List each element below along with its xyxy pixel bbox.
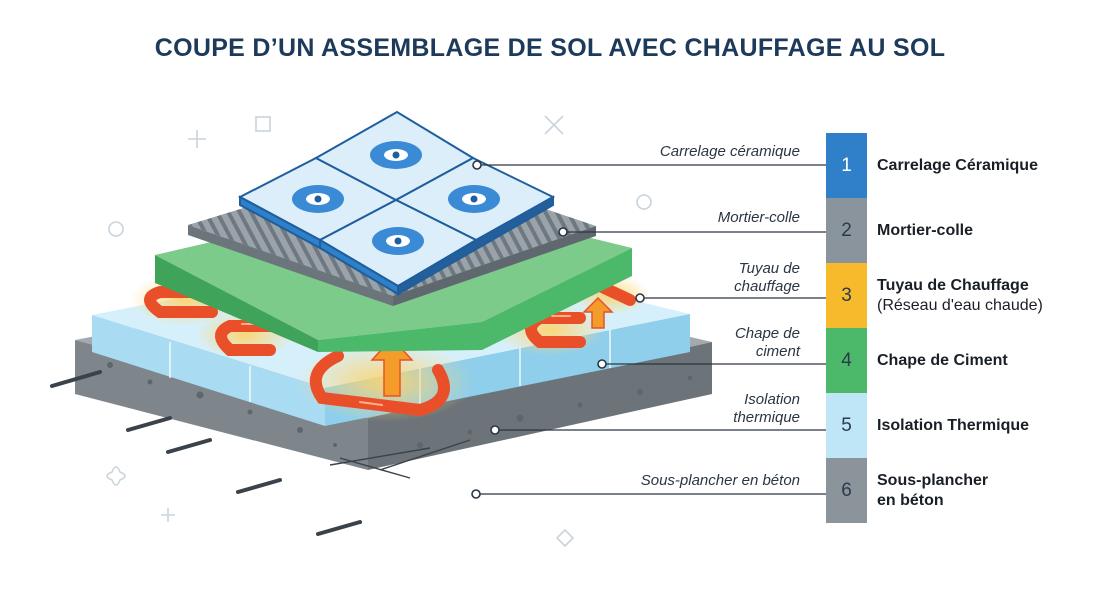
legend-number-badge: 1 <box>826 133 867 198</box>
legend-row-6: 6 Sous-plancher en béton <box>826 458 1096 523</box>
callout-line: Sous-plancher en béton <box>640 472 800 489</box>
diagram-title: COUPE D’UN ASSEMBLAGE DE SOL AVEC CHAUFF… <box>154 34 946 62</box>
callout-line: thermique <box>733 409 800 426</box>
legend-name: Carrelage Céramique <box>877 156 1038 174</box>
ceramic-tiles-layer <box>237 110 556 296</box>
legend-row-2: 2 Mortier-colle <box>826 198 1096 263</box>
callout-isolation: Isolation thermique <box>580 391 800 427</box>
legend-name-line2: en béton <box>877 491 944 509</box>
callout-line: Isolation <box>744 391 800 408</box>
callout-line: chauffage <box>734 278 800 295</box>
legend-name: Chape de Ciment <box>877 351 1008 369</box>
legend-row-4: 4 Chape de Ciment <box>826 328 1096 393</box>
callout-line: ciment <box>755 343 800 360</box>
callout-carrelage: Carrelage céramique <box>580 143 800 161</box>
legend-subtitle: (Réseau d'eau chaude) <box>877 296 1043 314</box>
callout-tuyau: Tuyau de chauffage <box>580 260 800 296</box>
callout-chape: Chape de ciment <box>580 325 800 361</box>
callout-line: Mortier-colle <box>717 209 800 226</box>
legend-number-badge: 3 <box>826 263 867 328</box>
legend-number-badge: 5 <box>826 393 867 458</box>
leader-lines <box>476 164 826 495</box>
legend-row-5: 5 Isolation Thermique <box>826 393 1096 458</box>
heat-arrow-icon <box>582 296 614 329</box>
legend-name: Tuyau de Chauffage <box>877 276 1029 294</box>
callout-line: Chape de <box>734 325 800 342</box>
mesh-lines <box>329 439 471 479</box>
legend-name: Sous-plancher <box>877 471 989 489</box>
legend-number-badge: 6 <box>826 458 867 523</box>
callout-sous-plancher: Sous-plancher en béton <box>580 472 800 490</box>
callout-line: Carrelage céramique <box>659 143 800 160</box>
legend-row-3: 3 Tuyau de Chauffage (Réseau d'eau chaud… <box>826 263 1096 328</box>
decorative-sparkles <box>106 115 652 548</box>
legend-number-badge: 2 <box>826 198 867 263</box>
legend-row-1: 1 Carrelage Céramique <box>826 133 1096 198</box>
leader-dots <box>471 160 645 499</box>
layer-legend: 1 Carrelage Céramique 2 Mortier-colle 3 … <box>826 133 1096 523</box>
rebar-rods <box>50 370 362 536</box>
callout-line: Tuyau de <box>738 260 800 277</box>
legend-number-badge: 4 <box>826 328 867 393</box>
callout-mortier: Mortier-colle <box>580 209 800 227</box>
legend-name: Isolation Thermique <box>877 416 1030 434</box>
legend-name: Mortier-colle <box>877 221 974 239</box>
